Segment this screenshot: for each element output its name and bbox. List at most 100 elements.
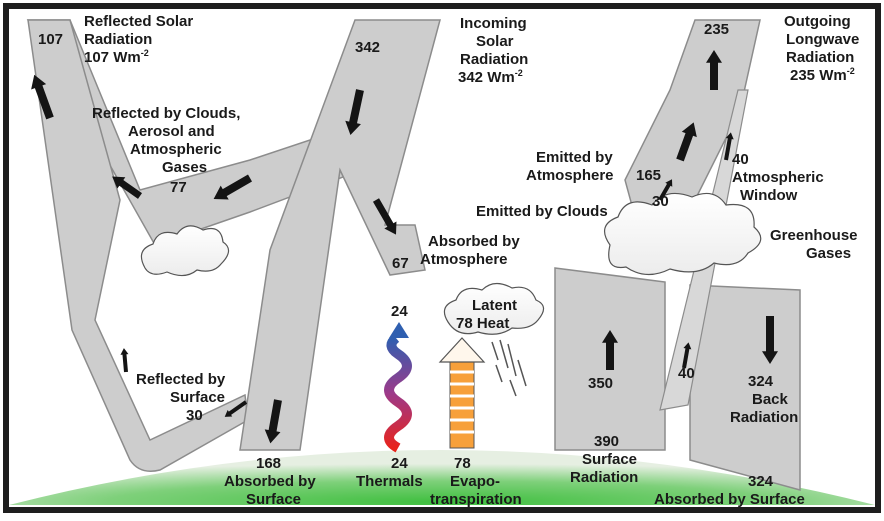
- incoming-solar-label: Incoming Solar Radiation 342 Wm-2: [458, 15, 528, 86]
- arrow-emitted-atm-up: [676, 122, 697, 162]
- arrow-reflected-surface-up: [120, 348, 129, 373]
- svg-text:Absorbed by: Absorbed by: [224, 473, 316, 490]
- svg-text:235 Wm-2: 235 Wm-2: [790, 66, 855, 84]
- svg-text:Back: Back: [752, 391, 789, 408]
- svg-text:Greenhouse: Greenhouse: [770, 227, 858, 244]
- emitted-clouds-value: 30: [652, 193, 669, 210]
- svg-text:168: 168: [256, 455, 281, 472]
- svg-text:Emitted by: Emitted by: [536, 149, 613, 166]
- reflected-solar-label: Reflected Solar Radiation 107 Wm-2: [84, 13, 193, 66]
- svg-text:324: 324: [748, 373, 774, 390]
- outgoing-longwave-label: Outgoing Longwave Radiation 235 Wm-2: [784, 13, 859, 84]
- svg-text:Thermals: Thermals: [356, 473, 423, 490]
- reflected-surface-band: [27, 19, 249, 472]
- svg-text:Gases: Gases: [806, 245, 851, 262]
- emitted-clouds-label: Emitted by Clouds: [476, 203, 608, 220]
- emitted-atmosphere-value: 165: [636, 167, 661, 184]
- svg-text:Aerosol and: Aerosol and: [128, 123, 215, 140]
- arrow-outgoing-up: [706, 50, 722, 90]
- arrow-reflected-up: [31, 74, 54, 120]
- rain-icon: [491, 339, 527, 397]
- svg-text:390: 390: [594, 433, 619, 450]
- svg-text:Atmosphere: Atmosphere: [420, 251, 508, 268]
- svg-text:24: 24: [391, 455, 408, 472]
- svg-text:342 Wm-2: 342 Wm-2: [458, 68, 523, 86]
- emitted-atmosphere-label: Emitted by Atmosphere: [526, 149, 614, 184]
- svg-text:Incoming: Incoming: [460, 15, 527, 32]
- svg-text:Outgoing: Outgoing: [784, 13, 851, 30]
- incoming-solar-band: [239, 19, 441, 451]
- thermals-icon: [384, 334, 412, 453]
- latent-heat-cloud-icon: [443, 282, 545, 335]
- svg-text:Radiation: Radiation: [786, 49, 854, 66]
- window-value: 40: [732, 151, 749, 168]
- absorbed-atmosphere-label: Absorbed by Atmosphere: [420, 233, 520, 268]
- svg-text:Surface: Surface: [246, 491, 301, 508]
- arrow-clouds-left: [213, 174, 252, 200]
- arrow-back-down: [762, 316, 778, 364]
- svg-text:Surface: Surface: [170, 389, 225, 406]
- svg-text:Absorbed by: Absorbed by: [428, 233, 520, 250]
- svg-text:Longwave: Longwave: [786, 31, 859, 48]
- svg-text:Atmospheric: Atmospheric: [732, 169, 824, 186]
- evapotranspiration-label: 78 Evapo- transpiration: [430, 455, 522, 508]
- svg-text:Reflected Solar: Reflected Solar: [84, 13, 193, 30]
- svg-text:Gases: Gases: [162, 159, 207, 176]
- svg-text:Evapo-: Evapo-: [450, 473, 500, 490]
- svg-text:30: 30: [186, 407, 203, 424]
- absorbed-atmosphere-value: 67: [392, 255, 409, 272]
- svg-text:324: 324: [748, 473, 774, 490]
- absorbed-back-label: 324 Absorbed by Surface: [654, 473, 805, 508]
- arrow-absorbed-atm: [372, 198, 397, 235]
- arrow-reflected-surface-diag: [224, 400, 248, 417]
- reflected-surface-label: Reflected by Surface 30: [136, 371, 226, 424]
- arrow-surface-rad-up: [602, 330, 618, 370]
- thermals-label: 24 Thermals: [356, 455, 423, 490]
- arrow-surface-down: [264, 399, 282, 444]
- svg-text:Atmosphere: Atmosphere: [526, 167, 614, 184]
- arrow-incoming-down: [345, 89, 364, 135]
- arrow-clouds-left-2: [112, 176, 143, 199]
- svg-text:77: 77: [170, 179, 187, 196]
- window-low-value: 40: [678, 365, 695, 382]
- greenhouse-gases-label: Greenhouse Gases: [770, 227, 858, 262]
- atmospheric-window-label: Atmospheric Window: [732, 169, 824, 204]
- absorbed-surface-label: 168 Absorbed by Surface: [224, 455, 316, 508]
- outgoing-value: 235: [704, 21, 729, 38]
- svg-text:107 Wm-2: 107 Wm-2: [84, 48, 149, 66]
- cloud-right-icon: [603, 192, 762, 276]
- svg-text:Latent: Latent: [472, 297, 517, 314]
- back-radiation-label: 324 Back Radiation: [730, 373, 798, 426]
- svg-text:Reflected by: Reflected by: [136, 371, 226, 388]
- back-radiation-band: [689, 284, 801, 491]
- svg-text:Radiation: Radiation: [570, 469, 638, 486]
- svg-text:78: 78: [454, 455, 471, 472]
- arrow-clouds-up: [658, 179, 673, 201]
- arrow-window-up: [724, 132, 734, 161]
- svg-text:Radiation: Radiation: [730, 409, 798, 426]
- arrow-window-low-up: [682, 342, 692, 369]
- thermals-arrowhead: [389, 322, 409, 338]
- evapotranspiration-icon: [438, 337, 486, 449]
- svg-text:Window: Window: [740, 187, 798, 204]
- reflected-solar-value: 107: [38, 31, 63, 48]
- thermals-value: 24: [391, 303, 408, 320]
- reflected-clouds-label: Reflected by Clouds, Aerosol and Atmosph…: [92, 105, 240, 196]
- svg-text:transpiration: transpiration: [430, 491, 522, 508]
- flow-arrows: [31, 50, 778, 444]
- svg-text:Surface: Surface: [582, 451, 637, 468]
- surface-radiation-value: 350: [588, 375, 613, 392]
- cloud-left-icon: [140, 225, 230, 277]
- svg-text:Radiation: Radiation: [460, 51, 528, 68]
- svg-text:78 Heat: 78 Heat: [456, 315, 509, 332]
- svg-text:Solar: Solar: [476, 33, 514, 50]
- svg-text:Radiation: Radiation: [84, 31, 152, 48]
- latent-heat-label: Latent 78 Heat: [456, 297, 517, 332]
- svg-text:Atmospheric: Atmospheric: [130, 141, 222, 158]
- surface-radiation-label: 390 Surface Radiation: [570, 433, 638, 486]
- earth-surface: [9, 450, 875, 505]
- svg-text:Absorbed by Surface: Absorbed by Surface: [654, 491, 805, 508]
- incoming-value: 342: [355, 39, 380, 56]
